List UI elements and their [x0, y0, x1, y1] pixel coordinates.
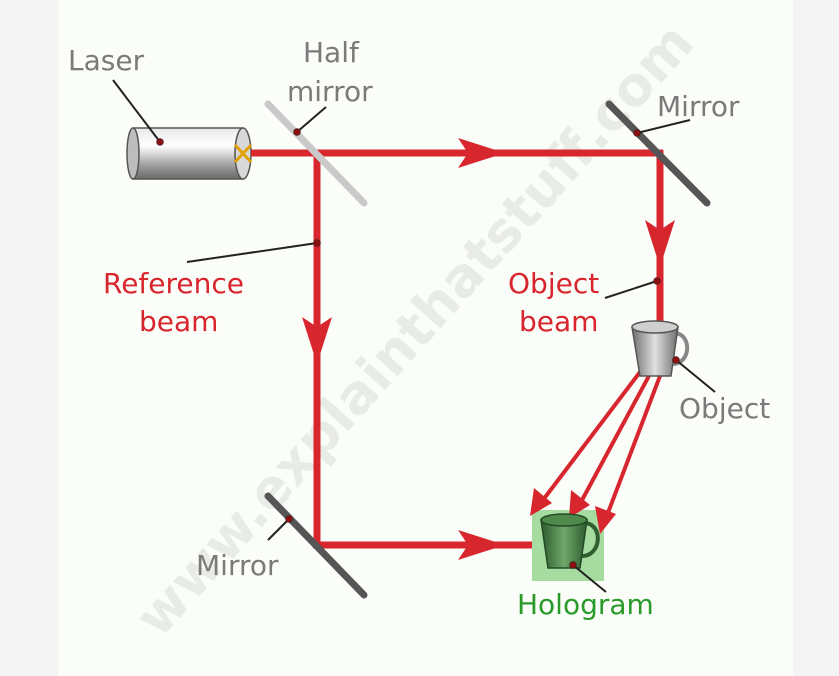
label-reference-2: beam: [139, 305, 218, 338]
label-object-beam-1: Object: [508, 267, 599, 300]
label-half-mirror-2: mirror: [287, 75, 373, 108]
label-half-mirror-1: Half: [303, 36, 360, 69]
arrow-right-top: [458, 138, 505, 168]
leader-lines: [112, 79, 716, 593]
label-hologram: Hologram: [517, 588, 654, 621]
arrow-right-bottom: [458, 530, 505, 560]
arrow-down-reference: [302, 317, 332, 364]
hologram-cup: [540, 513, 600, 569]
mirror-top: [605, 100, 711, 207]
label-mirror-top: Mirror: [657, 90, 740, 123]
mirror-bottom: [264, 492, 368, 599]
label-object: Object: [679, 392, 770, 425]
leader-dots: [156, 128, 680, 569]
laser-device: [126, 127, 253, 180]
label-mirror-bottom: Mirror: [196, 549, 279, 582]
label-laser: Laser: [68, 44, 145, 77]
object-cup: [631, 320, 690, 377]
label-reference-1: Reference: [103, 267, 244, 300]
arrow-down-object: [645, 220, 675, 267]
half-mirror: [264, 100, 368, 207]
beam-arrows: [302, 138, 675, 560]
label-object-beam-2: beam: [519, 305, 598, 338]
scattered-rays: [530, 370, 662, 534]
